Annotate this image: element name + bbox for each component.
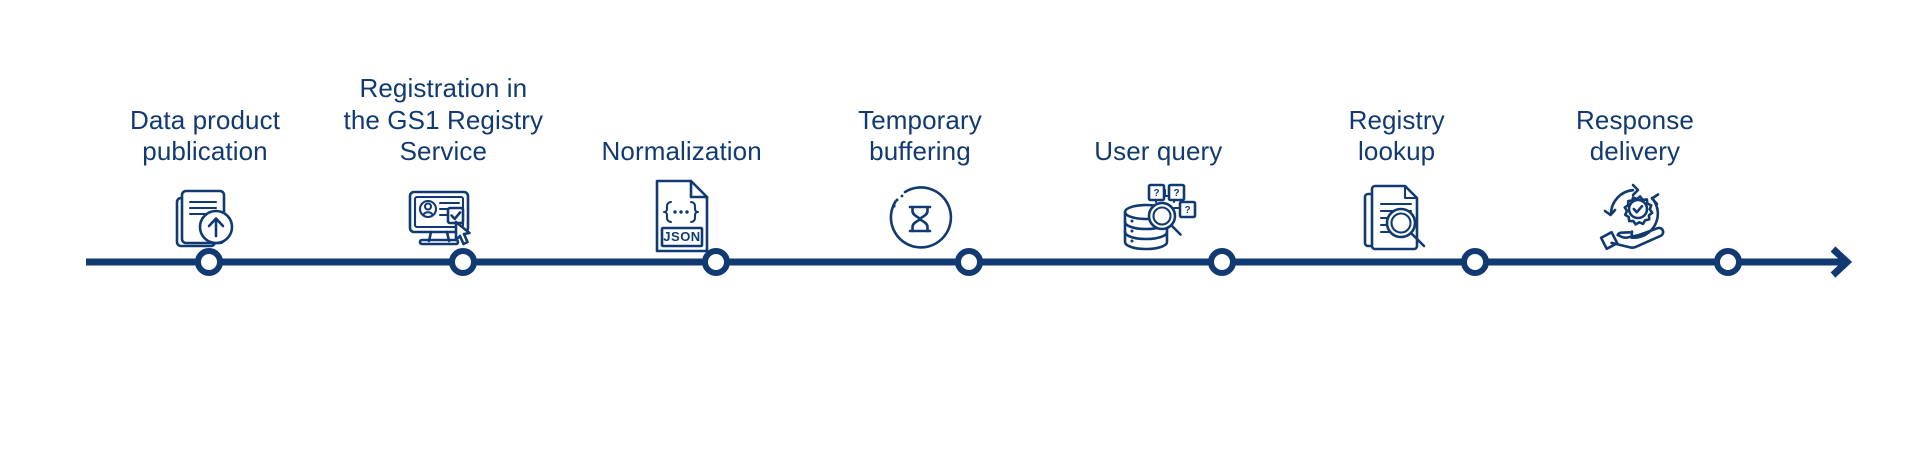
timeline-axis [0,232,1920,292]
timeline-step-2[interactable]: Registration in the GS1 Registry Service [324,56,562,256]
timeline-node-7[interactable] [1714,248,1742,276]
axis-arrowhead [1830,246,1853,278]
timeline-node-2[interactable] [449,248,477,276]
database-search-question-icon: ? ? ? [1115,180,1201,256]
timeline-step-1[interactable]: Data product publication [86,56,324,256]
json-label: JSON [663,229,700,244]
timeline-step-5[interactable]: User query ? ? ? [1039,56,1277,256]
timeline-node-1[interactable] [195,248,223,276]
timeline-node-3[interactable] [702,248,730,276]
step-label-data-product-publication: Data product publication [129,104,281,167]
timeline-step-6[interactable]: Registry lookup [1278,56,1516,256]
timeline-step-3[interactable]: Normalization JSON [563,56,801,256]
step-label-registration-gs1-registry-service: Registration in the GS1 Registry Service [343,72,544,167]
step-label-registry-lookup: Registry lookup [1348,104,1445,167]
documents-upload-icon [162,180,248,256]
question-mark-1: ? [1154,188,1160,199]
hourglass-circle-icon [877,180,963,256]
monitor-registration-cursor-icon [400,180,486,256]
question-mark-3: ? [1185,205,1191,216]
timeline-node-5[interactable] [1208,248,1236,276]
timeline-steps: Data product publication Registration in… [86,56,1754,256]
timeline-node-4[interactable] [955,248,983,276]
step-label-user-query: User query [1094,136,1223,167]
timeline-step-7[interactable]: Response delivery [1516,56,1754,256]
step-label-response-delivery: Response delivery [1576,104,1694,167]
json-file-icon: JSON [639,179,725,256]
hand-gear-check-icon [1592,180,1678,256]
timeline-node-6[interactable] [1461,248,1489,276]
documents-magnifier-icon [1354,180,1440,256]
timeline-step-4[interactable]: Temporary buffering [801,56,1039,256]
step-label-normalization: Normalization [601,136,762,167]
question-mark-2: ? [1174,188,1180,199]
step-label-temporary-buffering: Temporary buffering [858,104,982,167]
